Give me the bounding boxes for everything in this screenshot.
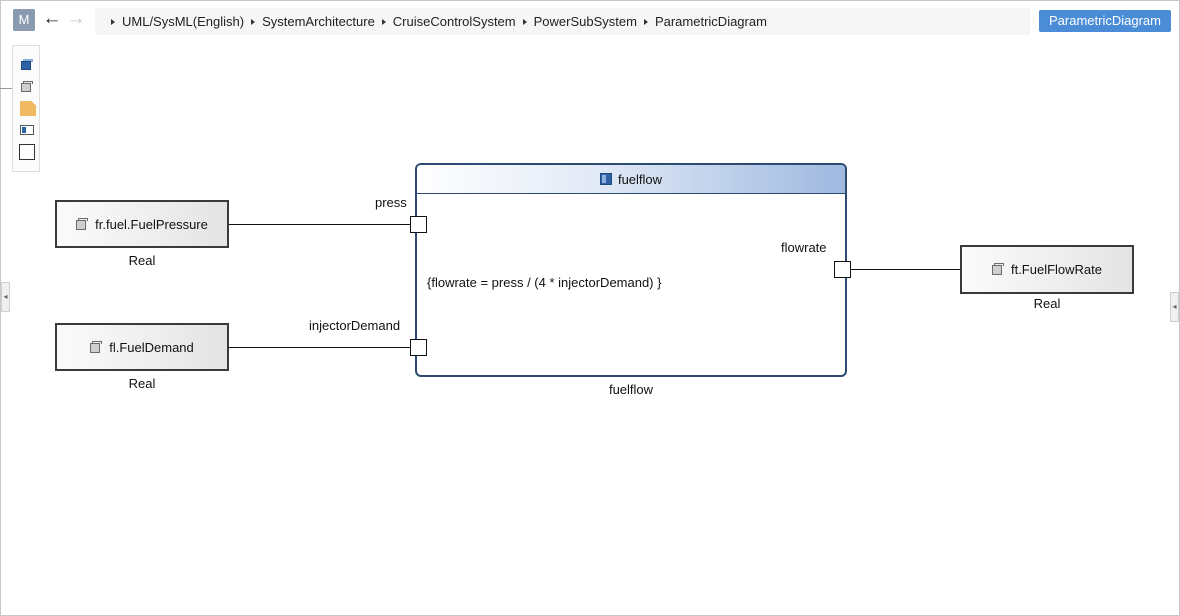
chevron-right-icon	[643, 18, 648, 25]
part-type-label: Real	[1033, 296, 1061, 311]
breadcrumb-item[interactable]: ParametricDiagram	[643, 14, 767, 29]
forward-arrow-icon[interactable]: →	[66, 8, 86, 29]
breadcrumb-label: UML/SysML(English)	[122, 14, 245, 29]
port-label-injector-demand: injectorDemand	[309, 318, 401, 333]
chevron-right-icon	[111, 18, 115, 25]
chevron-right-icon	[381, 18, 386, 25]
breadcrumb-item[interactable]: SystemArchitecture	[251, 14, 375, 29]
port-injector-demand[interactable]	[410, 339, 427, 356]
note-icon[interactable]	[20, 101, 36, 116]
part-cube-icon	[90, 340, 103, 354]
part-fuel-flow-rate[interactable]: ft.FuelFlowRate	[960, 245, 1134, 294]
port-label-flowrate: flowrate	[781, 240, 827, 255]
part-fuel-pressure[interactable]: fr.fuel.FuelPressure	[55, 200, 229, 248]
part-type-label: Real	[128, 376, 156, 391]
element-palette	[12, 45, 40, 172]
model-home-button[interactable]: M	[13, 9, 35, 31]
constraint-header: fuelflow	[417, 165, 845, 194]
breadcrumb-label: PowerSubSystem	[533, 14, 637, 29]
breadcrumb-item[interactable]: CruiseControlSystem	[381, 14, 516, 29]
constraint-block-fuelflow[interactable]: fuelflow {flowrate = press / (4 * inject…	[415, 163, 847, 377]
breadcrumb-label: CruiseControlSystem	[392, 14, 516, 29]
chevron-right-icon	[522, 18, 527, 25]
breadcrumb-label: SystemArchitecture	[262, 14, 375, 29]
breadcrumb-item[interactable]: UML/SysML(English)	[111, 14, 244, 29]
constraint-name: fuelflow	[617, 171, 663, 187]
block-icon	[599, 173, 612, 185]
part-cube-icon[interactable]	[20, 80, 34, 94]
part-fuel-demand[interactable]: fl.FuelDemand	[55, 323, 229, 371]
port-label-press: press	[375, 195, 407, 210]
port-icon[interactable]	[20, 125, 34, 135]
left-panel-toggle-icon[interactable]: ◂	[1, 282, 10, 312]
breadcrumb-label: ParametricDiagram	[654, 14, 767, 29]
chevron-right-icon	[251, 18, 256, 25]
port-flowrate[interactable]	[834, 261, 851, 278]
part-cube-icon	[991, 263, 1005, 276]
part-type-label: Real	[128, 253, 156, 268]
part-name: fl.FuelDemand	[109, 339, 194, 355]
breadcrumb-item[interactable]: PowerSubSystem	[522, 14, 637, 29]
breadcrumb: UML/SysML(English) SystemArchitecture Cr…	[95, 8, 1030, 35]
active-diagram-tab[interactable]: ParametricDiagram	[1039, 10, 1171, 32]
constraint-type-label: fuelflow	[608, 382, 654, 397]
port-press[interactable]	[410, 216, 427, 233]
rectangle-icon[interactable]	[19, 144, 35, 160]
connector-injector-demand[interactable]	[229, 347, 411, 348]
connector-flowrate[interactable]	[851, 269, 960, 270]
connector-press[interactable]	[229, 224, 411, 225]
block-icon[interactable]	[20, 58, 34, 72]
part-cube-icon	[76, 217, 89, 231]
palette-divider	[0, 88, 12, 89]
constraint-expression[interactable]: {flowrate = press / (4 * injectorDemand)…	[427, 275, 662, 290]
part-name: ft.FuelFlowRate	[1010, 262, 1103, 277]
part-name: fr.fuel.FuelPressure	[95, 216, 208, 232]
right-panel-toggle-icon[interactable]: ◂	[1170, 292, 1179, 322]
back-arrow-icon[interactable]: ←	[42, 8, 62, 29]
